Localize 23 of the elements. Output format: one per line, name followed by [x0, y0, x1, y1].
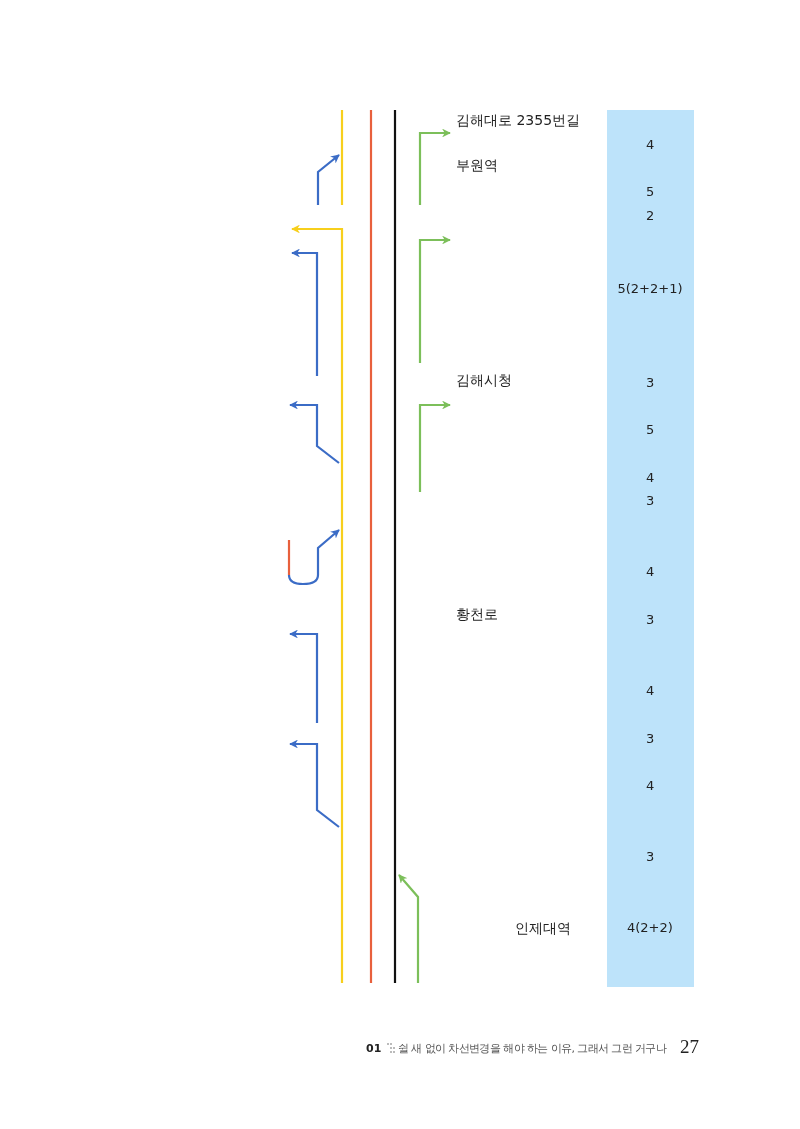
lane-count: 5 [646, 183, 655, 201]
place-label: 황천로 [456, 605, 498, 623]
lane-count: 4(2+2) [627, 919, 673, 937]
chapter-number: 01 [366, 1041, 382, 1057]
lane-count: 5 [646, 421, 655, 439]
lane-count: 4 [646, 682, 655, 700]
place-label: 김해대로 2355번길 [456, 111, 581, 129]
lane-count: 3 [646, 848, 655, 866]
lane-count: 4 [646, 777, 655, 795]
lane-count: 3 [646, 492, 655, 510]
lane-count: 5(2+2+1) [617, 280, 683, 298]
running-header: 쉴 새 없이 차선변경을 해야 하는 이유, 그래서 그런 거구나 [398, 1041, 667, 1057]
lane-count: 4 [646, 136, 655, 154]
place-label: 인제대역 [515, 919, 571, 937]
page-number: 27 [680, 1036, 699, 1058]
lane-count: 3 [646, 374, 655, 392]
lane-count: 4 [646, 469, 655, 487]
lane-count: 2 [646, 207, 655, 225]
lane-count: 3 [646, 611, 655, 629]
lane-count: 3 [646, 730, 655, 748]
place-label: 김해시청 [456, 371, 512, 389]
place-label: 부원역 [456, 156, 498, 174]
lane-count: 4 [646, 563, 655, 581]
